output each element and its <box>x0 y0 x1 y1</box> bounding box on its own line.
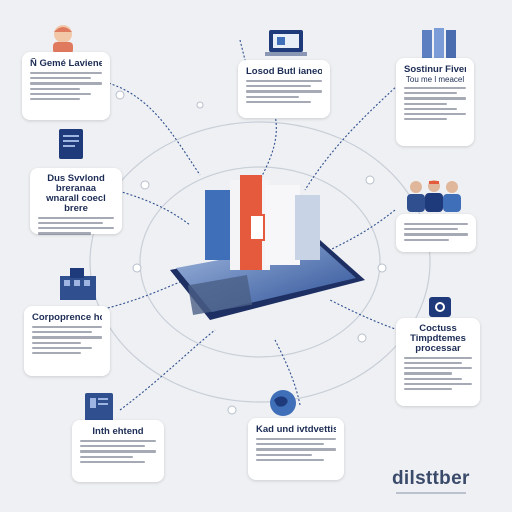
card-bottom-center: Kad und ivtdvettistlo <box>248 418 344 480</box>
team-icon <box>407 180 461 212</box>
building-icon <box>60 268 96 300</box>
card-bottom-left: Corpoprence horo <box>24 306 110 376</box>
brand-underline <box>396 492 466 494</box>
central-device-illustration <box>170 175 365 320</box>
laptop-icon <box>265 30 307 56</box>
card-title: Corpoprence horo <box>32 312 102 323</box>
avatar-icon <box>53 25 73 54</box>
card-title: Ñ Gemé Lavienebo <box>30 58 102 69</box>
globe-icon <box>270 390 296 416</box>
card-mid-left: Dus Svvlond breranaa wnarall coecl brere <box>30 168 122 235</box>
device-icon <box>429 297 451 317</box>
card-top-left: Ñ Gemé Lavienebo <box>22 52 110 120</box>
card-title: Losod Butl ianeore <box>246 66 322 77</box>
card-top-center: Losod Butl ianeore <box>238 60 330 118</box>
card-title: Coctuss Timpdtemes processar <box>410 324 466 354</box>
card-title: Sostinur Fivenodbo <box>404 64 466 75</box>
card-right-mid: Coctuss Timpdtemes processar <box>396 318 480 406</box>
card-subtitle: Tou me l meacel <box>405 75 465 84</box>
card-bottom-center-left: Inth ehtend <box>72 420 164 482</box>
books-icon <box>85 393 113 423</box>
document-icon <box>59 129 83 159</box>
card-title: Inth ehtend <box>92 426 144 437</box>
card-title: Dus Svvlond breranaa wnarall coecl brere <box>46 174 106 214</box>
card-right-upper <box>396 214 476 252</box>
card-top-right: Sostinur Fivenodbo Tou me l meacel <box>396 58 474 146</box>
card-title: Kad und ivtdvettistlo <box>256 424 336 435</box>
server-stack-icon <box>422 28 456 60</box>
brand-wordmark: dilsttber <box>392 468 470 489</box>
